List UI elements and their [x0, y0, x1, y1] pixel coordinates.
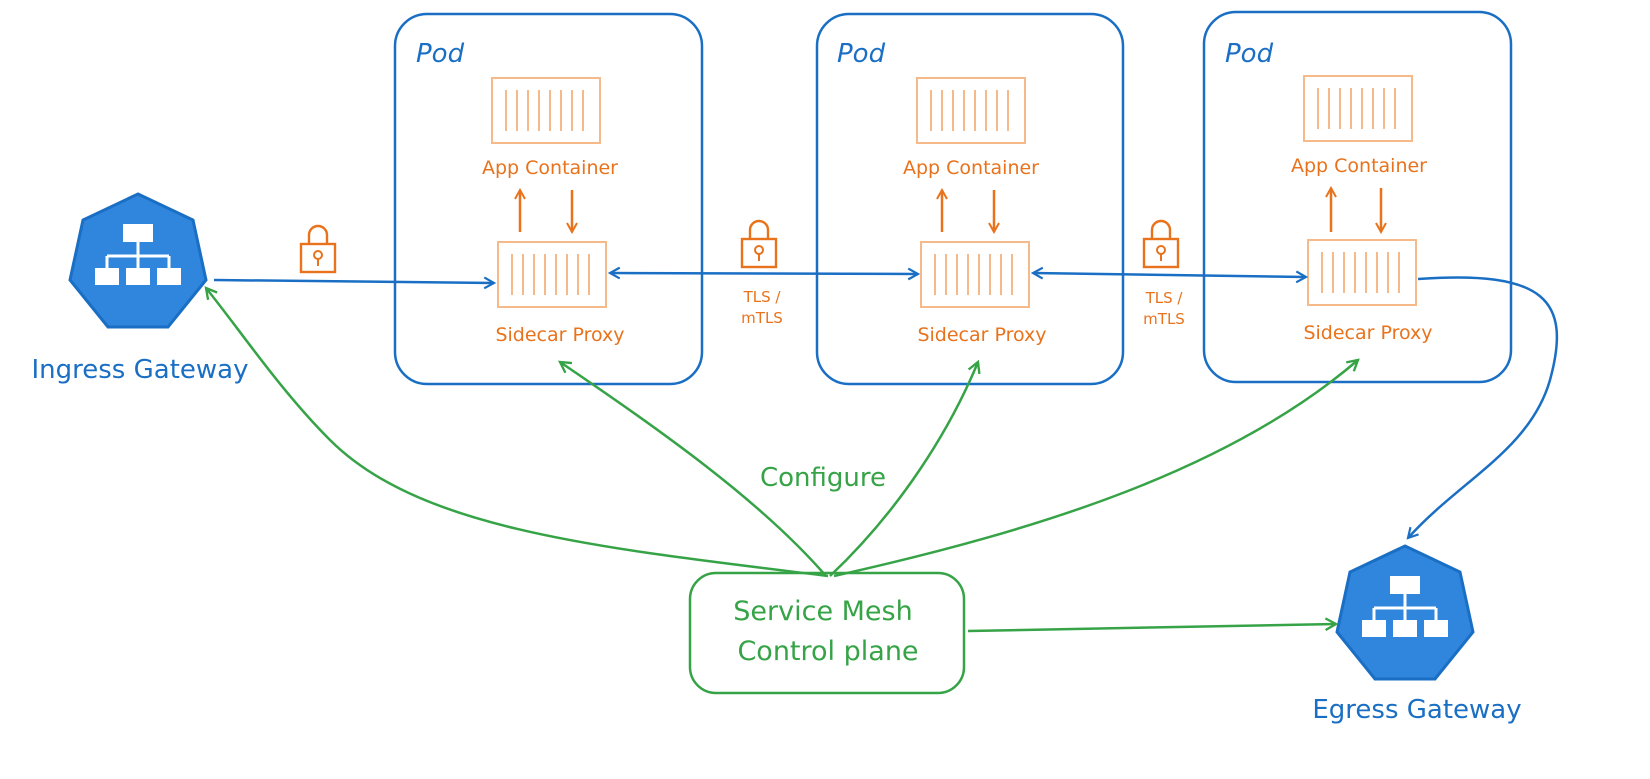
configure-label: Configure: [760, 463, 886, 493]
network-hierarchy-icon: [68, 192, 208, 329]
pod-3: Pod App Container Sidecar Proxy: [1202, 10, 1513, 384]
link-2-mtls-label: mTLS: [1143, 310, 1185, 328]
ingress-gateway-label: Ingress Gateway: [32, 355, 249, 385]
pod-1-sidecar-proxy-icon: [497, 241, 607, 308]
configure-to-ingress-arrow: [206, 288, 829, 578]
pod-1-sidecar-proxy-label: Sidecar Proxy: [495, 324, 624, 346]
pod-3-to-egress-arrow: [1408, 276, 1559, 538]
lock-icon: [1142, 219, 1180, 269]
pod-3-sidecar-proxy-icon: [1307, 239, 1417, 306]
lock-icon: [740, 219, 778, 269]
pod-1-title: Pod: [416, 39, 465, 69]
pod-2-app-container-label: App Container: [903, 157, 1039, 179]
configure-to-pod-2-arrow: [829, 362, 978, 577]
pod-2-sidecar-proxy-label: Sidecar Proxy: [917, 324, 1046, 346]
control-plane-box: [688, 571, 966, 695]
control-plane: Service Mesh Control plane: [688, 571, 966, 695]
network-hierarchy-icon: [1335, 544, 1475, 681]
pod-1-pod-2-link-arrow: [610, 273, 918, 274]
lock-icon: [299, 224, 337, 274]
egress-gateway: Egress Gateway: [1312, 544, 1522, 725]
configure-to-pod-3-arrow: [833, 360, 1358, 578]
pod-3-box: [1202, 10, 1513, 384]
configure-to-pod-1-arrow: [560, 362, 827, 577]
pod-1-box: [393, 12, 704, 386]
egress-gateway-label: Egress Gateway: [1312, 695, 1521, 725]
pod-1-app-container-label: App Container: [482, 157, 618, 179]
pod-3-app-container-icon: [1303, 75, 1413, 142]
pod-3-title: Pod: [1225, 39, 1274, 69]
pod-3-app-container-label: App Container: [1291, 155, 1427, 177]
pod-1-app-container-icon: [491, 77, 601, 144]
pod-2-title: Pod: [837, 39, 886, 69]
ingress-gateway: Ingress Gateway: [32, 192, 249, 385]
control-plane-to-egress-arrow: [967, 624, 1336, 633]
link-1-tls-label: TLS /: [743, 288, 782, 306]
ingress-to-pod-1-arrow: [213, 280, 494, 283]
link-2-tls-label: TLS /: [1145, 289, 1184, 307]
control-plane-line-2: Control plane: [737, 636, 918, 667]
pod-1: Pod App Container Sidecar Proxy: [393, 12, 704, 386]
control-plane-line-1: Service Mesh: [733, 596, 912, 627]
pod-2-app-container-icon: [916, 77, 1026, 144]
pod-2-box: [815, 12, 1125, 386]
link-1-mtls-label: mTLS: [741, 309, 783, 327]
pod-2-sidecar-proxy-icon: [920, 241, 1030, 308]
pod-2: Pod App Container Sidecar Proxy: [815, 12, 1125, 386]
pod-3-sidecar-proxy-label: Sidecar Proxy: [1303, 322, 1432, 344]
pod-2-pod-3-link-arrow: [1033, 273, 1306, 277]
